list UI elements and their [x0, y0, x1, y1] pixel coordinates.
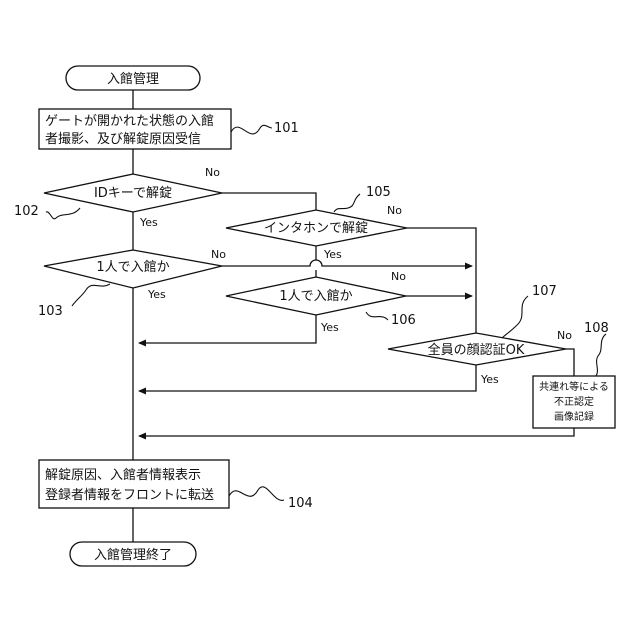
process-108-line2: 不正認定: [554, 395, 594, 408]
process-104-line1: 解錠原因、入館者情報表示: [45, 468, 201, 483]
decision-107-label: 全員の顔認証OK: [428, 342, 525, 358]
label-102-no: No: [205, 166, 220, 179]
terminal-end-label: 入館管理終了: [94, 547, 172, 563]
process-108-line1: 共連れ等による: [539, 380, 609, 393]
process-101-line2: 者撮影、及び解錠原因受信: [45, 131, 201, 147]
decision-102-label: IDキーで解錠: [94, 186, 172, 201]
label-103-yes: Yes: [147, 288, 166, 301]
ref-101: 101: [274, 121, 299, 136]
process-101: ゲートが開かれた状態の入館 者撮影、及び解錠原因受信: [39, 109, 231, 149]
terminal-start: 入館管理: [66, 66, 200, 90]
leader-102: [46, 208, 80, 219]
ref-104: 104: [288, 496, 313, 511]
process-104-line2: 登録者情報をフロントに転送: [45, 488, 214, 503]
ref-107: 107: [532, 284, 557, 299]
connector-102-no: [222, 193, 316, 210]
leader-105: [334, 194, 360, 212]
process-104: 解錠原因、入館者情報表示 登録者情報をフロントに転送: [39, 460, 229, 508]
ref-102: 102: [14, 204, 39, 219]
decision-106-label: 1人で入館か: [279, 289, 352, 304]
decision-105-label: インタホンで解錠: [264, 221, 368, 236]
decision-103: 1人で入館か: [44, 250, 222, 288]
leader-106: [366, 312, 388, 320]
connector-107-no: [566, 349, 574, 376]
process-108: 共連れ等による 不正認定 画像記録: [533, 376, 615, 428]
connector-106-yes: [139, 315, 316, 343]
leader-101: [231, 125, 272, 134]
leader-103: [72, 284, 110, 306]
label-107-no: No: [557, 329, 572, 342]
terminal-start-label: 入館管理: [107, 72, 159, 87]
decision-105: インタホンで解錠: [226, 210, 407, 246]
leader-104: [229, 487, 284, 501]
connector-107-yes: [139, 365, 476, 391]
label-106-yes: Yes: [320, 321, 339, 334]
decision-102: IDキーで解錠: [44, 174, 222, 212]
terminal-end: 入館管理終了: [70, 542, 196, 566]
connector-108-return: [139, 428, 574, 436]
ref-103: 103: [38, 304, 63, 319]
label-105-no: No: [387, 204, 402, 217]
ref-108: 108: [584, 321, 609, 336]
label-107-yes: Yes: [480, 373, 499, 386]
leader-108: [596, 334, 606, 376]
label-102-yes: Yes: [139, 216, 158, 229]
decision-106: 1人で入館か: [226, 277, 406, 315]
process-108-line3: 画像記録: [554, 410, 594, 423]
process-101-line1: ゲートが開かれた状態の入館: [45, 113, 214, 129]
connector-103-no: [222, 260, 472, 266]
decision-103-label: 1人で入館か: [96, 260, 169, 275]
label-106-no: No: [391, 270, 406, 283]
connector-105-no: [407, 228, 476, 333]
reference-numbers: 101 102 105 103 106 107 108 104: [14, 121, 609, 511]
leader-107: [502, 296, 528, 338]
ref-106: 106: [391, 313, 416, 328]
ref-105: 105: [366, 185, 391, 200]
decision-107: 全員の顔認証OK: [388, 333, 566, 365]
label-103-no: No: [211, 248, 226, 261]
label-105-yes: Yes: [323, 248, 342, 261]
